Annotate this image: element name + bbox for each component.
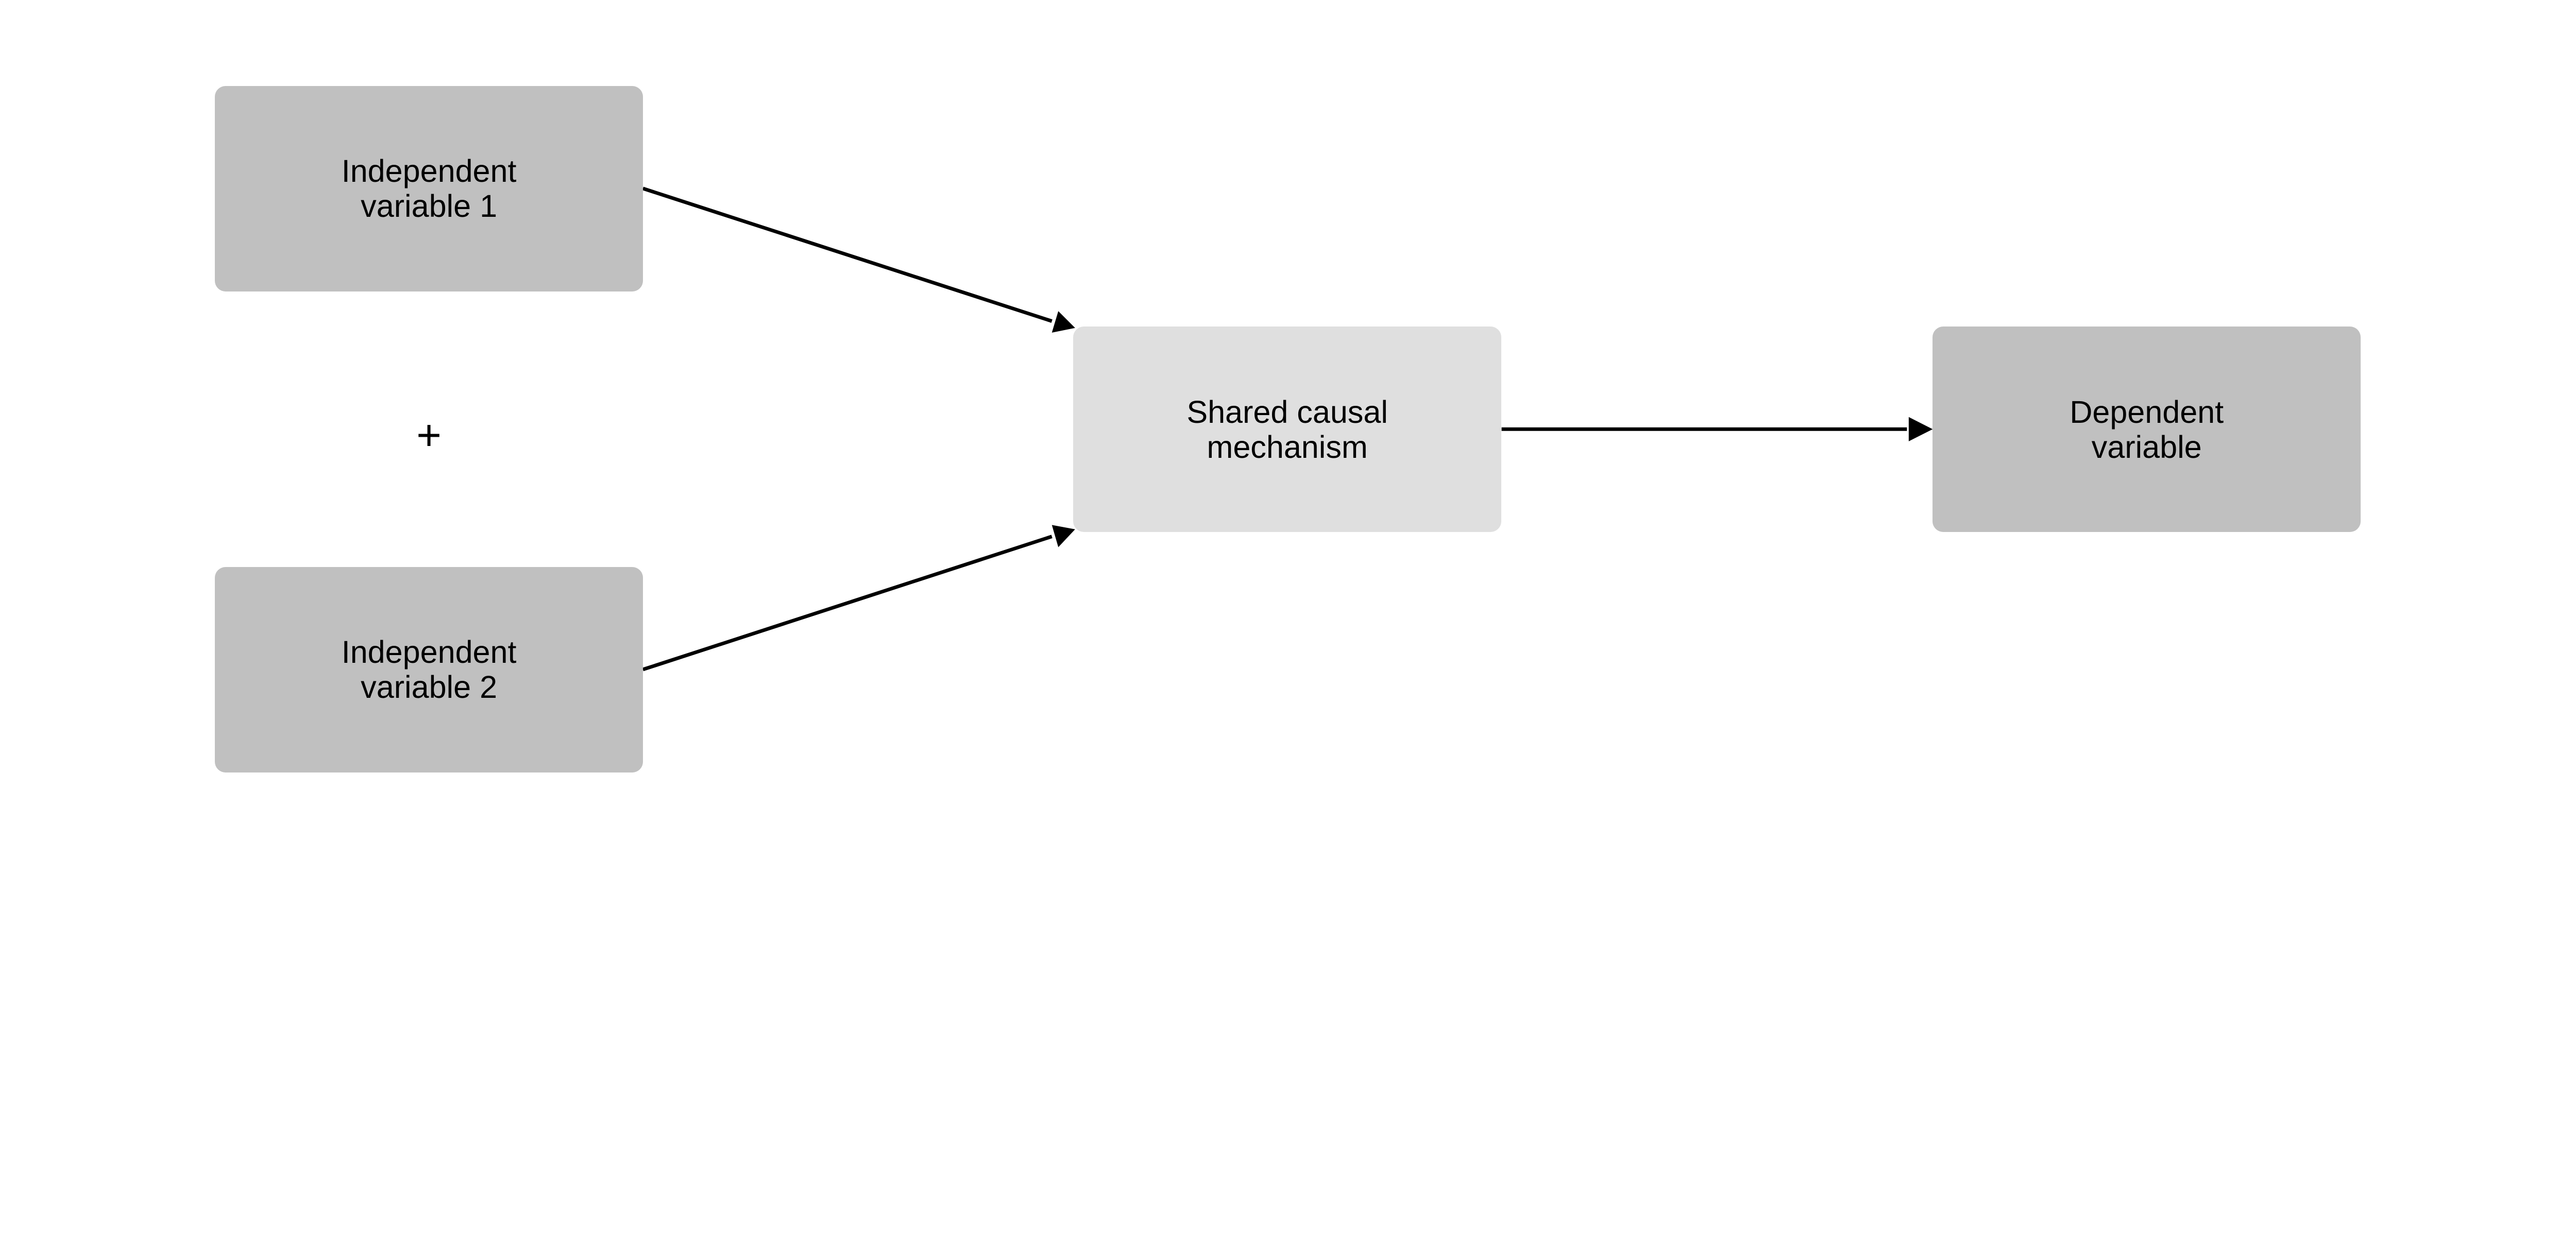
node-shared-causal-mechanism: Shared causal mechanism [1073, 327, 1501, 533]
node-independent-variable-2: Independent variable 2 [215, 566, 643, 772]
edge-iv1-to-mechanism [642, 186, 1075, 333]
node-label: Shared causal mechanism [1187, 394, 1388, 465]
node-label: Dependent variable [2070, 394, 2224, 465]
node-independent-variable-1: Independent variable 1 [215, 85, 643, 291]
node-dependent-variable: Dependent variable [1933, 327, 2361, 533]
node-label: Independent variable 2 [341, 634, 517, 705]
arrowhead-icon [1908, 417, 1933, 441]
arrowhead-icon [1052, 311, 1075, 333]
plus-operator: + [416, 411, 442, 459]
edge-iv2-to-mechanism [642, 525, 1075, 672]
node-label: Independent variable 1 [341, 153, 517, 224]
arrows-layer [642, 186, 1933, 672]
edge-mechanism-to-dv [1501, 417, 1933, 441]
arrowhead-icon [1052, 525, 1075, 547]
